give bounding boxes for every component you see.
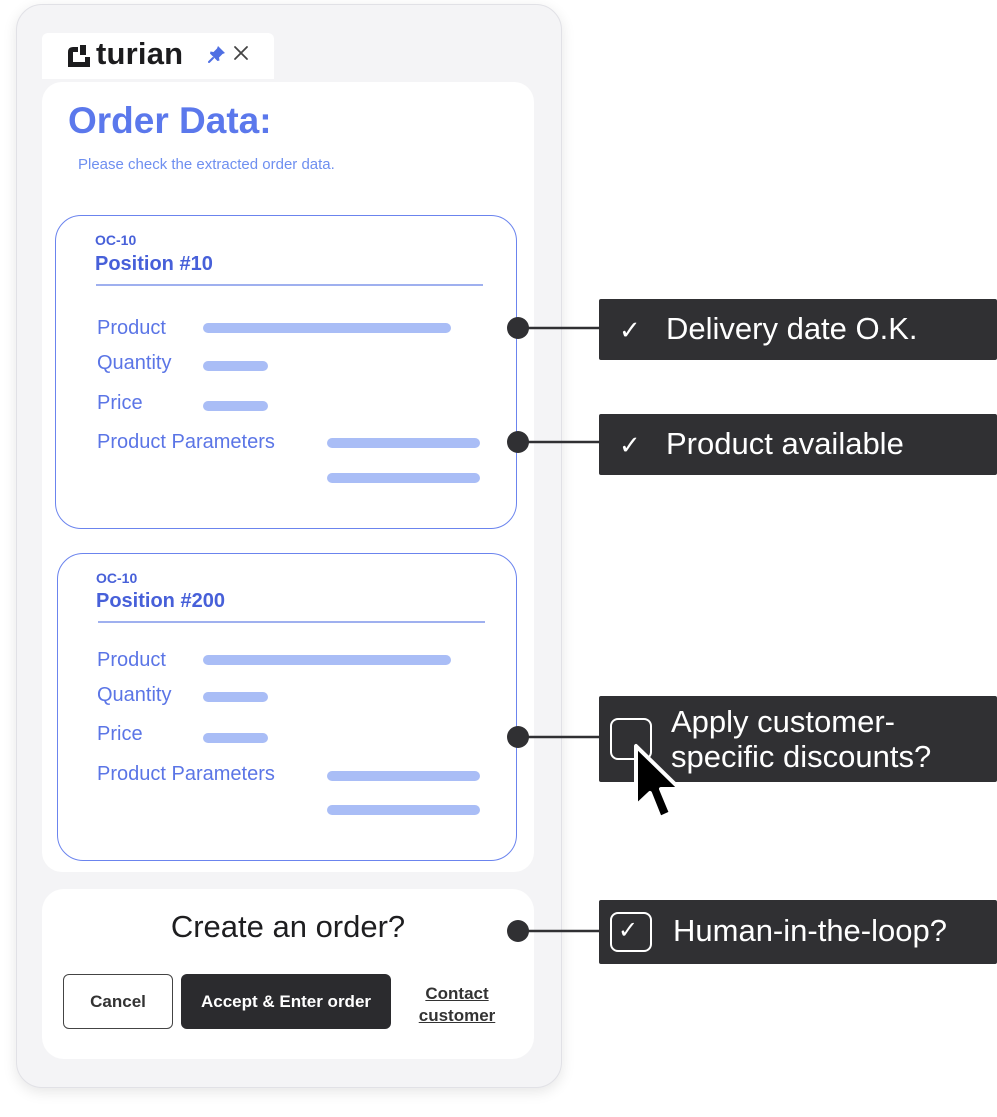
position-code: OC-10 — [95, 232, 137, 248]
field-label-product: Product — [97, 317, 166, 339]
connector-dot — [507, 726, 529, 748]
create-order-question: Create an order? — [170, 909, 406, 944]
cancel-button[interactable]: Cancel — [63, 974, 173, 1029]
position-divider — [96, 284, 483, 286]
callout-delivery-date: ✓ Delivery date O.K. — [599, 299, 997, 360]
parameters-value-placeholder — [327, 771, 480, 781]
field-label-parameters: Product Parameters — [97, 763, 275, 785]
callout-text: Delivery date O.K. — [666, 311, 918, 346]
connector-dot — [507, 920, 529, 942]
callout-connectors — [507, 317, 600, 942]
price-value-placeholder — [203, 401, 268, 411]
contact-link-line1: Contact — [425, 984, 489, 1003]
accept-enter-order-button[interactable]: Accept & Enter order — [181, 974, 391, 1029]
brand-name: turian — [96, 36, 184, 71]
parameters-value-placeholder — [327, 438, 480, 448]
checkmark-icon: ✓ — [619, 430, 641, 460]
parameters-value-placeholder — [327, 805, 480, 815]
contact-link-line2: customer — [418, 1006, 496, 1025]
connector-dot — [507, 431, 529, 453]
callout-text-line2: specific discounts? — [671, 739, 932, 774]
human-loop-checkbox[interactable]: ✓ — [610, 912, 652, 952]
field-label-quantity: Quantity — [97, 684, 172, 706]
field-label-product: Product — [97, 649, 166, 671]
checkmark-icon: ✓ — [618, 917, 639, 944]
field-label-price: Price — [97, 392, 143, 414]
field-label-price: Price — [97, 723, 143, 745]
field-label-quantity: Quantity — [97, 352, 172, 374]
quantity-value-placeholder — [203, 692, 268, 702]
mouse-cursor-icon — [634, 744, 682, 820]
position-divider — [98, 621, 485, 623]
callout-human-in-the-loop: ✓ Human-in-the-loop? — [599, 900, 997, 964]
position-title: Position #10 — [95, 253, 213, 275]
product-value-placeholder — [203, 655, 451, 665]
parameters-value-placeholder — [327, 473, 480, 483]
position-title: Position #200 — [96, 590, 225, 612]
checkmark-icon: ✓ — [619, 315, 641, 345]
app-tab[interactable] — [42, 33, 274, 79]
page-subtitle: Please check the extracted order data. — [78, 156, 335, 173]
callout-discounts: Apply customer- specific discounts? — [599, 696, 997, 782]
callout-text: Product available — [666, 426, 904, 461]
callout-product-available: ✓ Product available — [599, 414, 997, 475]
price-value-placeholder — [203, 733, 268, 743]
turian-logo-icon — [68, 45, 90, 67]
callout-text: Human-in-the-loop? — [673, 913, 947, 948]
discount-checkbox[interactable] — [610, 718, 652, 760]
contact-customer-link[interactable]: Contact customer — [410, 983, 504, 1027]
field-label-parameters: Product Parameters — [97, 431, 275, 453]
product-value-placeholder — [203, 323, 451, 333]
pin-icon[interactable] — [208, 45, 226, 63]
quantity-value-placeholder — [203, 361, 268, 371]
page-title: Order Data: — [68, 100, 272, 141]
connector-dot — [507, 317, 529, 339]
position-code: OC-10 — [96, 570, 138, 586]
close-icon[interactable] — [232, 44, 250, 62]
callout-text-line1: Apply customer- — [671, 704, 895, 739]
